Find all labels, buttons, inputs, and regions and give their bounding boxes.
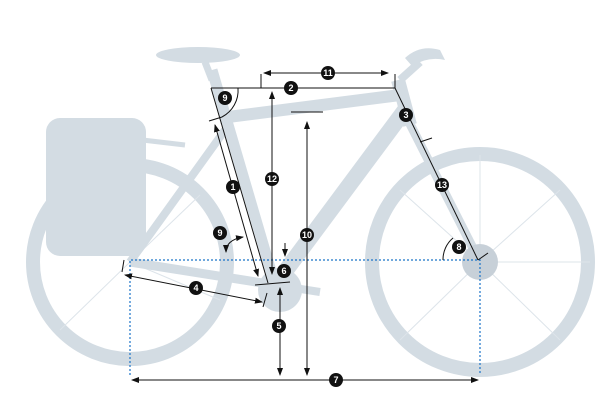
brake-disc [462,244,498,280]
bike-parts [46,47,498,312]
stem [397,59,423,83]
label-chainstay: 4 [189,281,203,295]
dimension-lines [121,70,489,383]
seatpost [201,60,216,82]
label-seat-angle: 9 [218,91,232,105]
label-top-tube: 2 [284,81,298,95]
pannier [46,118,146,256]
label-standover: 10 [300,228,314,242]
label-head-tube: 3 [399,108,413,122]
chainstay [129,257,276,290]
label-bb-height: 5 [272,319,286,333]
label-head-angle: 8 [452,240,466,254]
top-tube [219,89,401,124]
label-fork-length: 13 [435,178,449,192]
handlebar [405,48,445,66]
label-wheelbase: 7 [329,373,343,387]
saddle [156,47,240,63]
label-seat-angle-lower: 9 [213,226,227,240]
label-seat-tube: 1 [226,180,240,194]
label-bb-drop: 6 [277,264,291,278]
label-stack: 12 [265,172,279,186]
label-reach: 11 [321,66,335,80]
down-tube [268,105,412,290]
